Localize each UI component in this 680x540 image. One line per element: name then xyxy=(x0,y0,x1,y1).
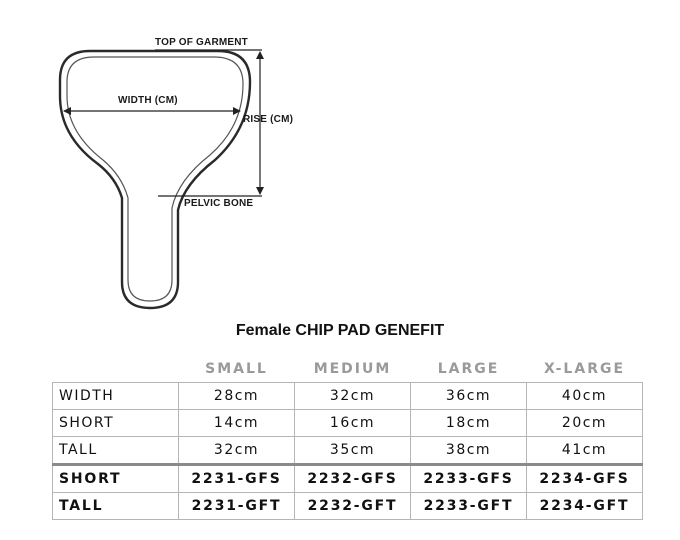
table-row-tall: TALL 32cm 35cm 38cm 41cm xyxy=(52,436,643,465)
pad-diagram xyxy=(58,49,264,310)
header-small: SMALL xyxy=(205,361,268,377)
label-top-of-garment: TOP OF GARMENT xyxy=(155,37,248,48)
table-cell: 32cm xyxy=(178,436,295,465)
table-cell: 2232-GFS xyxy=(294,463,411,493)
header-x-large: X-LARGE xyxy=(543,361,626,377)
table-cell: 14cm xyxy=(178,409,295,437)
table-title: Female CHIP PAD GENEFIT xyxy=(235,322,445,339)
table-cell: 16cm xyxy=(294,409,411,437)
size-table: SMALL MEDIUM LARGE X-LARGE WIDTH 28cm 32… xyxy=(52,356,643,520)
table-cell: 20cm xyxy=(526,409,643,437)
table-cell: 2233-GFS xyxy=(410,463,527,493)
table-row-tall-code: TALL 2231-GFT 2232-GFT 2233-GFT 2234-GFT xyxy=(52,492,643,520)
table-cell: 38cm xyxy=(410,436,527,465)
row-label: WIDTH xyxy=(52,382,179,410)
table-cell: 2234-GFT xyxy=(526,492,643,520)
table-cell: 2234-GFS xyxy=(526,463,643,493)
header-blank xyxy=(53,356,179,383)
header-large: LARGE xyxy=(437,361,500,377)
table-cell: 18cm xyxy=(410,409,527,437)
label-width: WIDTH (CM) xyxy=(118,95,178,106)
table-row-short: SHORT 14cm 16cm 18cm 20cm xyxy=(52,409,643,437)
table-cell: 28cm xyxy=(178,382,295,410)
header-medium: MEDIUM xyxy=(313,361,392,377)
table-cell: 41cm xyxy=(526,436,643,465)
table-cell: 36cm xyxy=(410,382,527,410)
table-row-width: WIDTH 28cm 32cm 36cm 40cm xyxy=(52,382,643,410)
table-cell: 40cm xyxy=(526,382,643,410)
table-cell: 2231-GFS xyxy=(178,463,295,493)
table-row-short-code: SHORT 2231-GFS 2232-GFS 2233-GFS 2234-GF… xyxy=(52,463,643,493)
row-label: SHORT xyxy=(52,409,179,437)
table-cell: 32cm xyxy=(294,382,411,410)
pad-outline xyxy=(58,49,252,310)
table-cell: 2232-GFT xyxy=(294,492,411,520)
row-label: SHORT xyxy=(52,463,179,493)
row-label: TALL xyxy=(52,492,179,520)
label-rise: RISE (CM) xyxy=(243,114,294,125)
pad-inner-outline xyxy=(66,56,244,302)
table-cell: 2233-GFT xyxy=(410,492,527,520)
table-cell: 2231-GFT xyxy=(178,492,295,520)
table-cell: 35cm xyxy=(294,436,411,465)
label-pelvic-bone: PELVIC BONE xyxy=(184,198,254,209)
header-row: SMALL MEDIUM LARGE X-LARGE xyxy=(53,356,643,383)
row-label: TALL xyxy=(52,436,179,465)
